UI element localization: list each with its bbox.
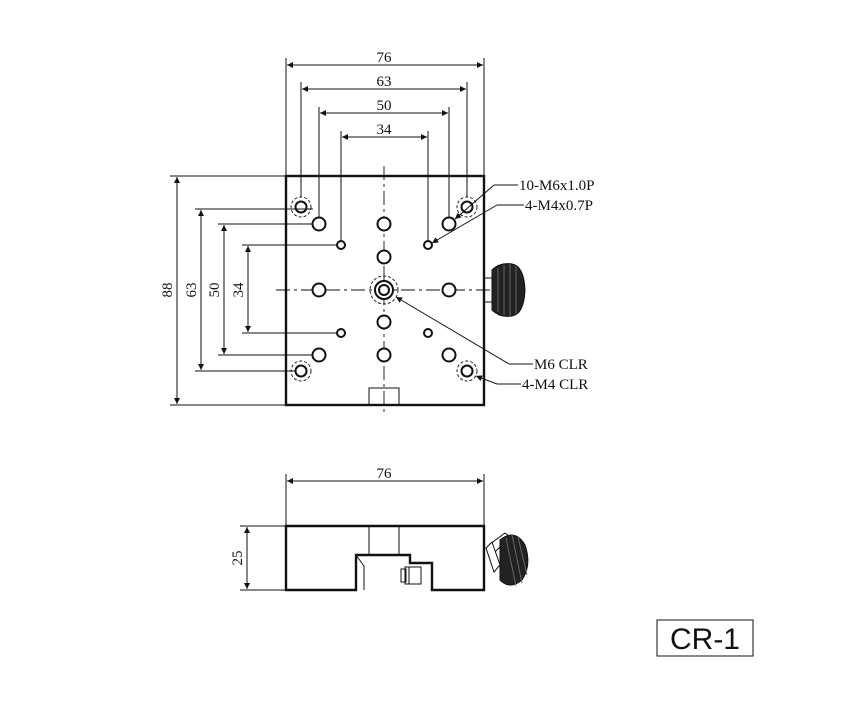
height-dim-50: 50 xyxy=(207,283,223,298)
bottom-slot xyxy=(368,387,400,405)
width-dim-63: 63 xyxy=(377,74,392,90)
dovetail-slot xyxy=(355,554,365,590)
callout-m4-clr: 4-M4 CLR xyxy=(522,377,588,393)
side-width-dim: 76 xyxy=(377,466,393,482)
callout-m6-thread: 10-M6x1.0P xyxy=(519,178,594,194)
width-dimensions: 76 63 50 34 xyxy=(285,50,485,240)
width-dim-50: 50 xyxy=(377,98,392,114)
m6-thread-holes xyxy=(311,216,457,363)
top-slot xyxy=(368,525,400,556)
height-dimensions: 88 63 50 34 xyxy=(160,175,337,406)
height-dim-88: 88 xyxy=(160,283,176,298)
callout-m6-clr: M6 CLR xyxy=(534,357,588,373)
height-dim-34: 34 xyxy=(231,282,247,298)
side-view: 76 25 xyxy=(230,466,529,592)
side-knob xyxy=(485,532,529,587)
adjustment-knob xyxy=(483,263,526,317)
side-view-body xyxy=(284,524,486,592)
side-height-dim: 25 xyxy=(230,551,246,566)
center-m6-clr-hole xyxy=(369,275,399,305)
model-tag-text: CR-1 xyxy=(670,623,740,656)
locking-screw xyxy=(400,566,422,585)
model-tag: CR-1 xyxy=(656,619,754,657)
width-dim-34: 34 xyxy=(377,122,393,138)
height-dim-63: 63 xyxy=(184,283,200,298)
callout-m4-thread: 4-M4x0.7P xyxy=(525,198,593,214)
callouts: 10-M6x1.0P 4-M4x0.7P M6 CLR 4-M4 CLR xyxy=(395,178,594,393)
width-dim-76: 76 xyxy=(377,50,393,66)
top-view: 76 63 50 34 88 63 50 34 xyxy=(160,50,594,412)
